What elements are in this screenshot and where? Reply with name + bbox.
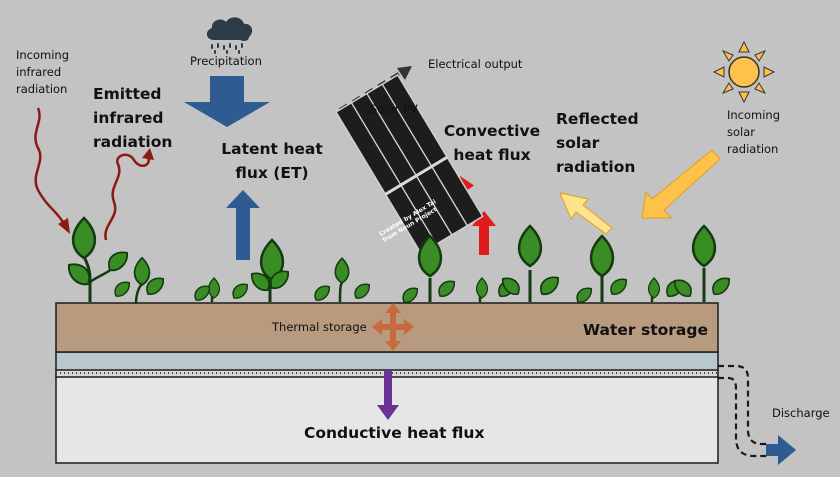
solar-panel-icon [334,73,484,255]
reflected-label: Reflected solar radiation [556,110,639,176]
water-storage-label: Water storage [583,321,708,339]
solar-pv-label: Solar PV [370,102,418,116]
latent-heat-arrow [226,190,260,260]
cloud-rain-icon [206,17,253,54]
reflected-solar-arrow [559,192,613,235]
emitted-infrared-label: Emitted infrared radiation [93,85,173,151]
conductive-label: Conductive heat flux [304,424,485,442]
convective-up-arrow [472,211,496,255]
convective-label: Convective heat flux [443,122,541,164]
discharge-label: Discharge [772,406,830,420]
water-layer [55,351,719,371]
incoming-infrared-label: Incoming infrared radiation [16,48,70,96]
discharge-pipe [718,364,770,446]
incoming-infrared-arrow [34,107,66,225]
electrical-output-label: Electrical output [428,57,523,71]
precipitation-arrow [184,76,270,127]
incoming-solar-arrow [641,149,721,219]
thermal-storage-arrow [372,303,414,351]
precipitation-label: Precipitation [190,54,262,68]
discharge-arrow [766,435,796,465]
sun-icon [712,40,776,104]
thermal-storage-label: Thermal storage [272,320,367,334]
incoming-solar-label: Incoming solar radiation [727,108,781,156]
latent-heat-label: Latent heat flux (ET) [221,140,323,182]
conductive-arrow [377,370,399,420]
emitted-infrared-arrow [104,153,151,241]
